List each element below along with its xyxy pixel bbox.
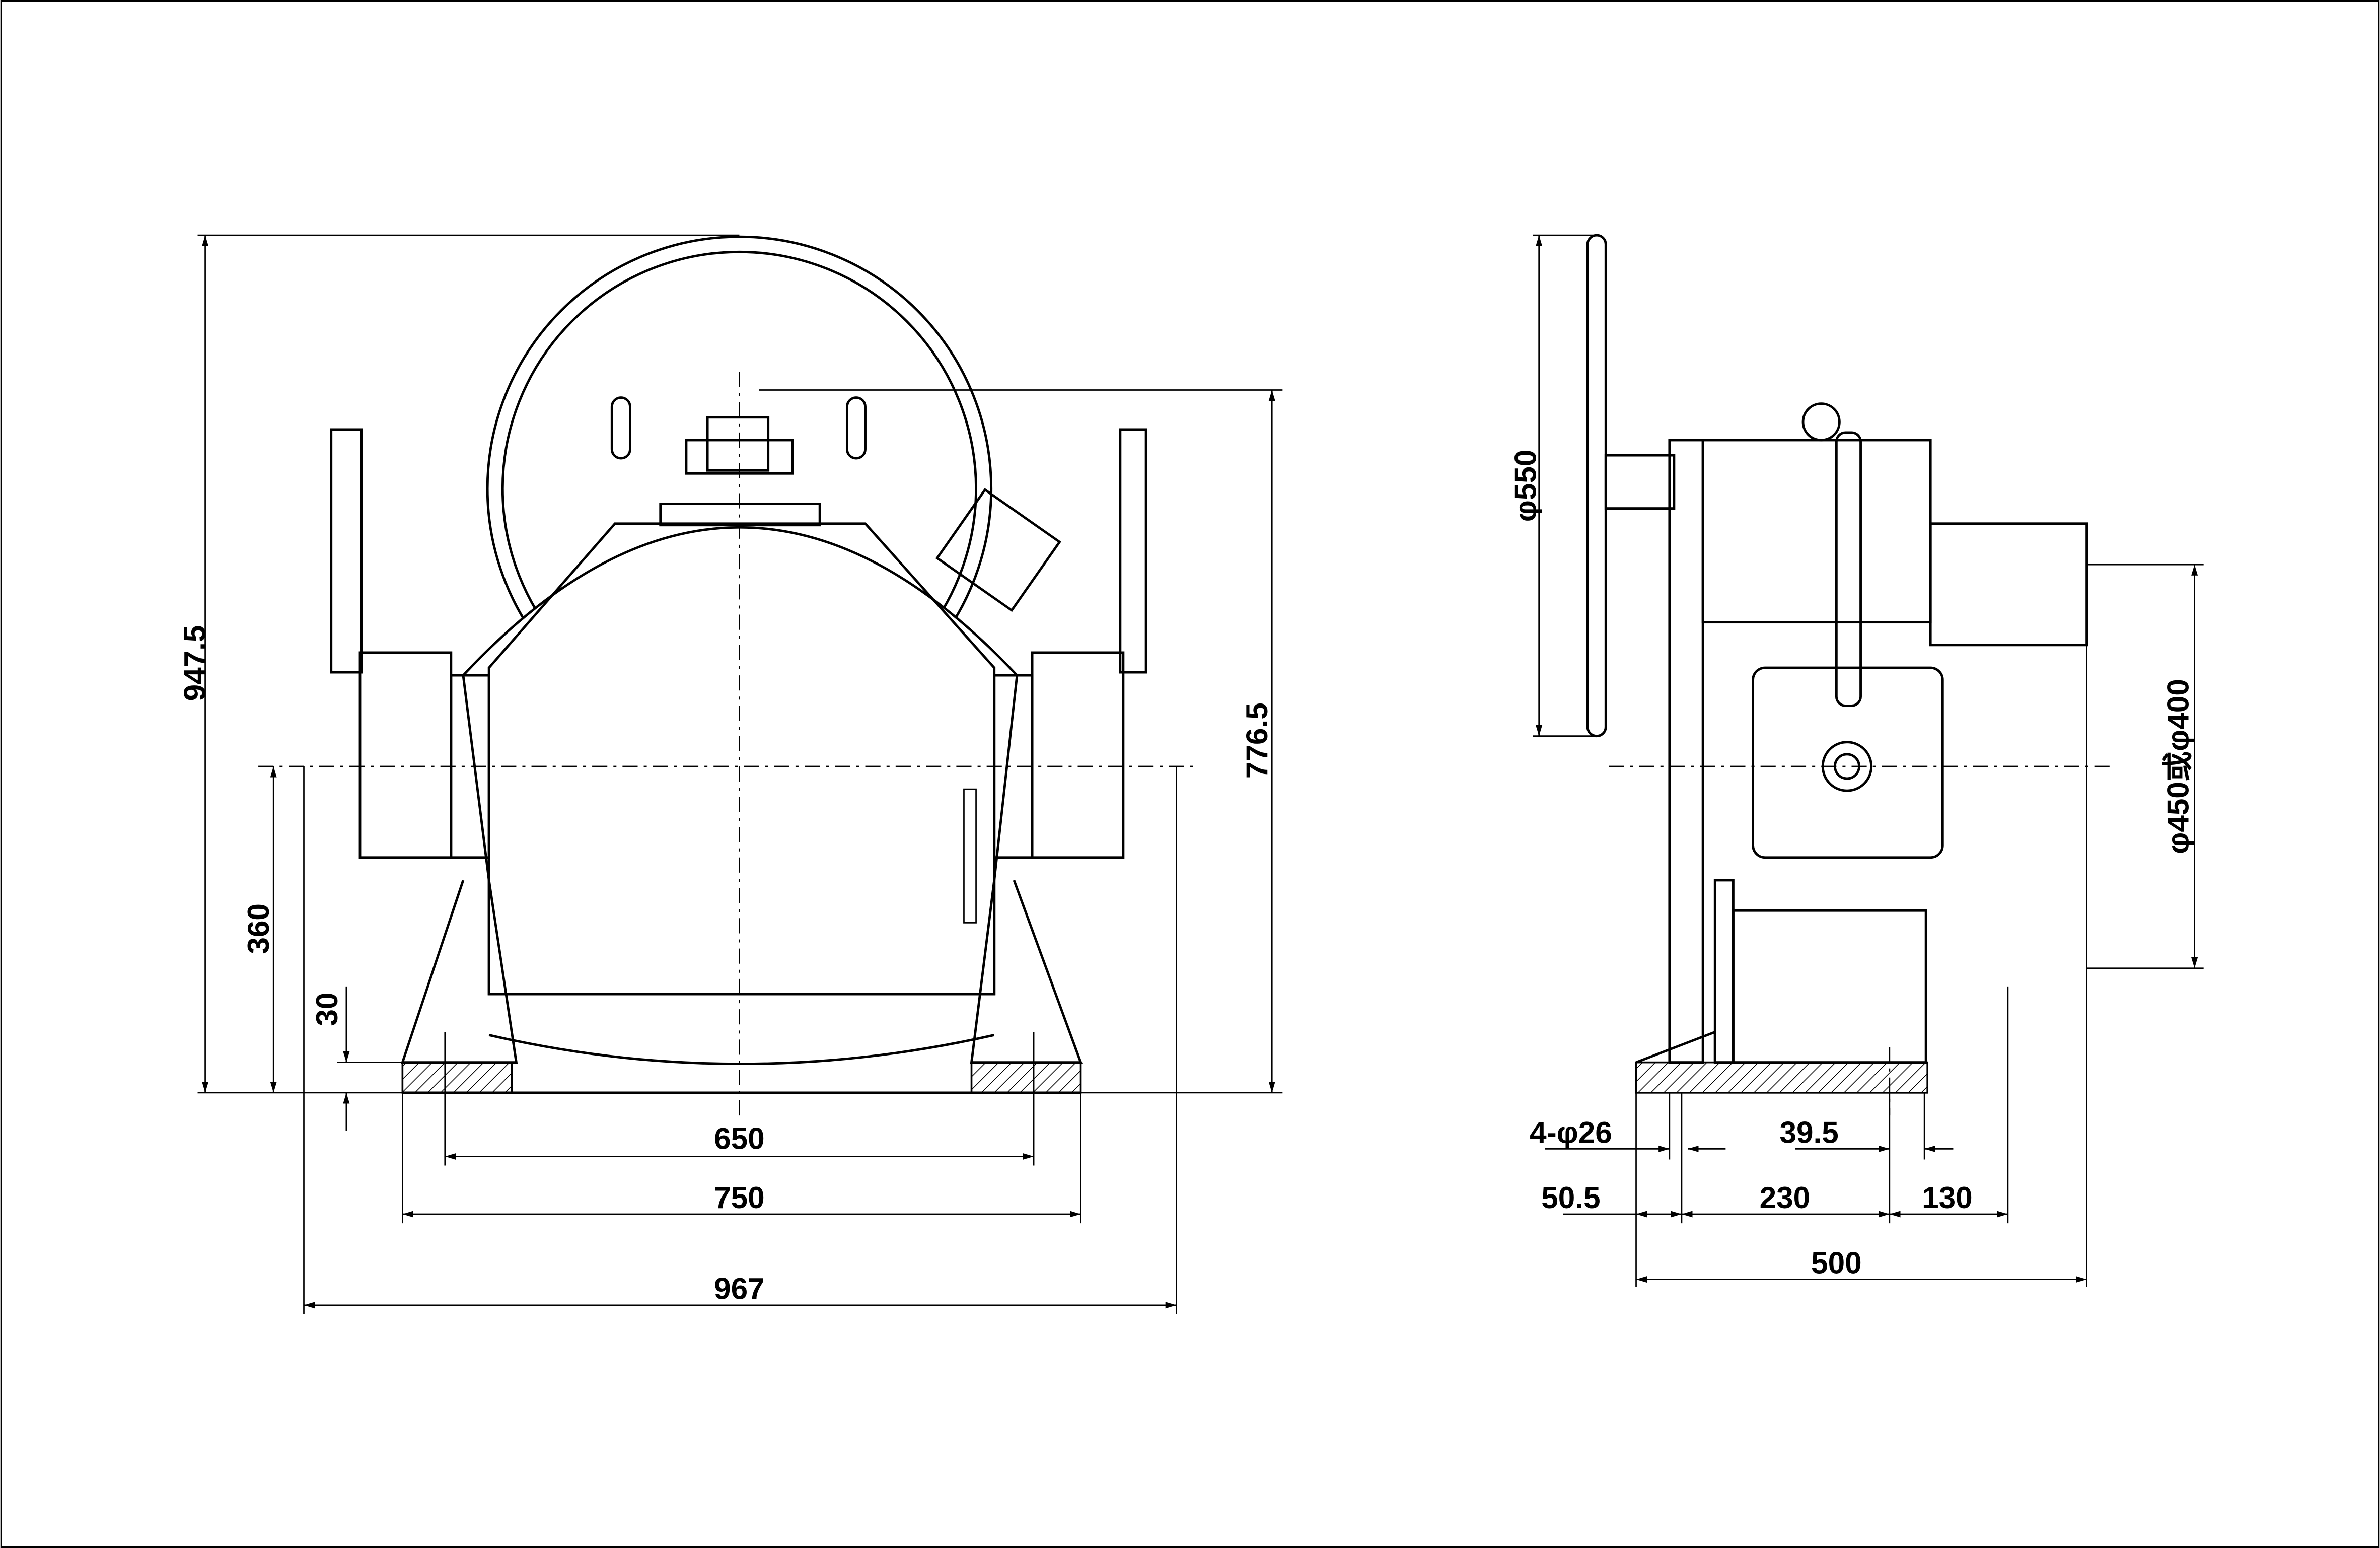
drum-lower xyxy=(1732,909,1927,1064)
drum-side xyxy=(1929,522,2088,647)
dim-label-130: 130 xyxy=(1922,1180,1973,1215)
right-base-plate xyxy=(970,1061,1082,1094)
handwheel-shaft xyxy=(1604,454,1676,510)
gearbox-body xyxy=(1701,439,1932,624)
dim-label-776-5: 776.5 xyxy=(1240,702,1274,779)
dim-label-phi450-400: φ450或φ400 xyxy=(2161,679,2195,854)
side-view: φ550 φ450或φ400 4-φ26 39.5 50.5 230 130 5… xyxy=(1508,234,2204,1287)
gearbox-plate xyxy=(1668,439,1704,1064)
dim-label-967: 967 xyxy=(714,1272,765,1306)
dim-label-500: 500 xyxy=(1811,1246,1862,1280)
dim-label-39-5: 39.5 xyxy=(1779,1115,1838,1149)
front-view: 947.5 776.5 360 30 650 750 967 xyxy=(178,234,1283,1314)
dim-label-30: 30 xyxy=(310,993,344,1026)
base-flange xyxy=(1713,879,1735,1064)
handwheel-side xyxy=(1586,234,1607,738)
right-lifting-lug xyxy=(845,396,867,460)
dim-label-360: 360 xyxy=(241,903,275,954)
dim-label-650: 650 xyxy=(714,1121,765,1155)
left-base-plate xyxy=(401,1061,513,1094)
base-curve xyxy=(488,1034,995,1066)
dim-label-4-phi26: 4-φ26 xyxy=(1530,1115,1612,1149)
dim-label-750: 750 xyxy=(714,1180,765,1215)
motor-body xyxy=(1752,666,1944,859)
dim-label-50-5: 50.5 xyxy=(1541,1180,1600,1215)
right-arm xyxy=(1119,428,1147,674)
side-base-plate xyxy=(1635,1061,1928,1094)
lever xyxy=(1835,431,1862,707)
dim-label-phi550: φ550 xyxy=(1508,450,1543,522)
dim-label-230: 230 xyxy=(1760,1180,1811,1215)
dim-label-947-5: 947.5 xyxy=(178,625,212,701)
drum-body xyxy=(487,522,996,996)
left-arm xyxy=(330,428,363,674)
left-brake xyxy=(358,651,453,859)
lifting-eye xyxy=(1801,402,1841,442)
door-handle xyxy=(963,788,977,924)
top-block xyxy=(659,503,821,527)
top-coupling xyxy=(706,416,770,472)
left-lifting-lug xyxy=(610,396,631,460)
side-base-gusset xyxy=(1635,1030,1716,1064)
drum-housing xyxy=(462,526,1019,996)
junction-box xyxy=(935,488,1061,612)
right-brake xyxy=(1031,651,1125,859)
